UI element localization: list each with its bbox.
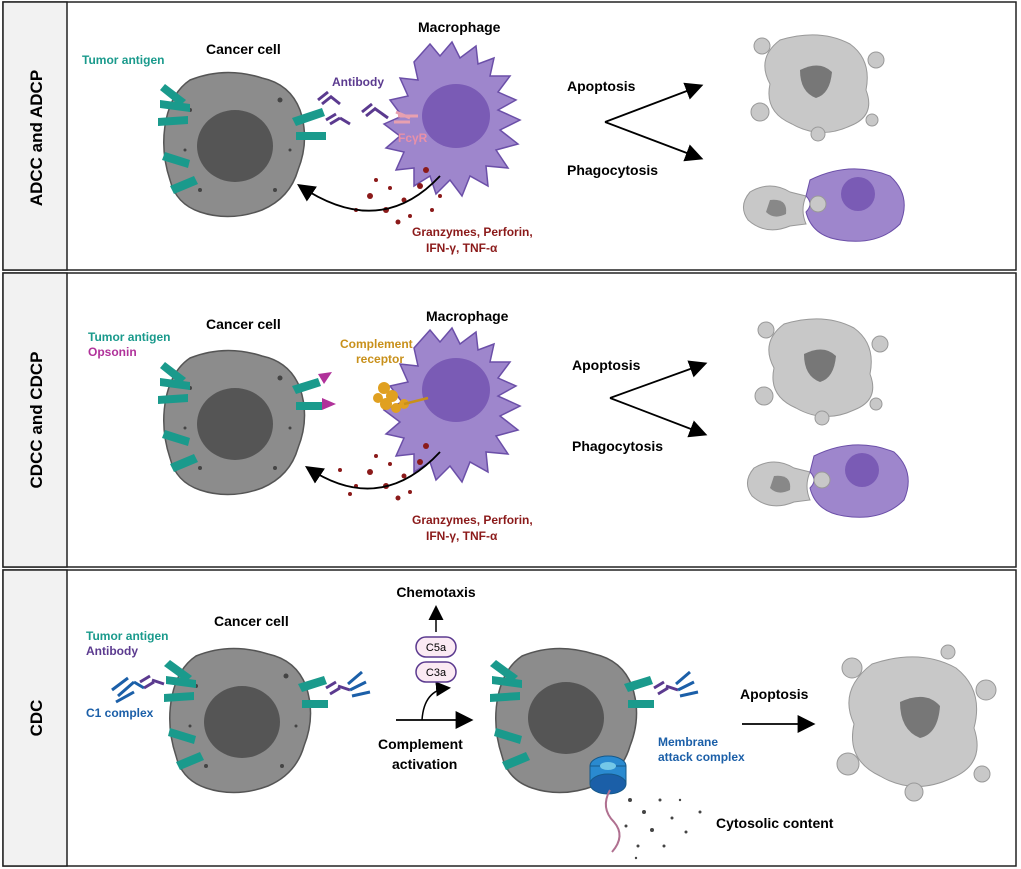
panel2-tumor-antigens xyxy=(158,362,322,472)
panel3-c3a-label: C3a xyxy=(426,667,447,679)
panel3-legend-tumor-antigen: Tumor antigen xyxy=(86,629,168,643)
panel3-chemotaxis-label: Chemotaxis xyxy=(396,584,476,600)
panel2-legend-tumor-antigen: Tumor antigen xyxy=(88,330,170,344)
panel2-macrophage-label: Macrophage xyxy=(426,308,509,324)
panel3: Tumor antigen Antibody C1 complex Cancer… xyxy=(86,584,997,860)
panel3-antibody-right xyxy=(325,680,351,696)
panel3-membrane-attack-complex xyxy=(589,755,627,795)
panel2-cancer-cell-label: Cancer cell xyxy=(206,316,281,332)
panel1-phagocytosis-cells xyxy=(743,168,905,242)
panel2-receptor-line2: receptor xyxy=(356,352,404,366)
panel2-legend-opsonin: Opsonin xyxy=(88,345,137,359)
panel3-cancer-dots xyxy=(188,673,298,768)
panel2-apoptosis-label: Apoptosis xyxy=(572,357,641,373)
panel3-cancer-nucleus-2 xyxy=(528,682,604,754)
panel3-cytosolic-label: Cytosolic content xyxy=(716,815,834,831)
panel2-side-label: CDCC and CDCP xyxy=(27,352,46,489)
panel1-arrow-phagocytosis xyxy=(604,121,704,162)
panel3-c3a-pill xyxy=(415,661,457,683)
panel1-cytokines-line2: IFN-γ, TNF-α xyxy=(426,241,498,255)
panel1-arrow-apoptosis xyxy=(604,82,704,123)
panel3-side-label: CDC xyxy=(27,700,46,737)
panel1-cytokines-line1: Granzymes, Perforin, xyxy=(412,225,533,239)
panel3-activation-line2: activation xyxy=(392,756,457,772)
panel1-fcr-receptor xyxy=(394,110,418,124)
panel3-c1-complex-right xyxy=(347,670,371,698)
panel1-fcr-label: FcγR xyxy=(398,131,428,145)
panel1-phagocytosis-label: Phagocytosis xyxy=(567,162,658,178)
panel1-cancer-nucleus xyxy=(197,110,273,182)
panel3-c1-complex-label: C1 complex xyxy=(86,706,154,720)
panel2-phagocytosis-cells xyxy=(747,444,909,518)
panel2-receptor-line1: Complement xyxy=(340,337,413,351)
panel2-receptor-stalk xyxy=(403,396,429,406)
panel3-tumor-antigens-left xyxy=(164,660,328,770)
panel1-macrophage-label: Macrophage xyxy=(418,19,501,35)
panel3-c1-complex-left xyxy=(111,676,145,704)
panel2-cytokines-line2: IFN-γ, TNF-α xyxy=(426,529,498,543)
panel1-apoptosis-label: Apoptosis xyxy=(567,78,636,94)
panel3-tumor-antigens-right xyxy=(490,660,654,770)
panel1-macrophage-nucleus xyxy=(422,84,490,148)
panel2-macrophage-nucleus xyxy=(422,358,490,422)
panel3-mac-line1: Membrane xyxy=(658,735,718,749)
panel3-mac-line2: attack complex xyxy=(658,750,745,764)
panel1-cancer-cell-label: Cancer cell xyxy=(206,41,281,57)
panel2-phagocytosis-label: Phagocytosis xyxy=(572,438,663,454)
panel3-antibody-left xyxy=(139,674,165,690)
panel1: Tumor antigen Cancer cell Macrophage Ant… xyxy=(82,19,905,255)
panel1-antibody-label: Antibody xyxy=(332,75,384,89)
panel3-c5a-label: C5a xyxy=(426,642,447,654)
panel3-activation-line1: Complement xyxy=(378,736,463,752)
panel2-cytokines-line1: Granzymes, Perforin, xyxy=(412,513,533,527)
panel3-c5a-pill xyxy=(415,636,457,658)
panel1-tumor-antigens xyxy=(158,84,326,194)
panel2-cytokine-arrow xyxy=(305,451,441,490)
panel2-cancer-nucleus xyxy=(197,388,273,460)
panel1-cytokine-arrow xyxy=(297,175,441,212)
panel3-cytosolic-strand xyxy=(604,789,621,853)
panel1-side-label: ADCC and ADCP xyxy=(27,70,46,206)
panel1-antibodies xyxy=(317,90,389,126)
panel3-cancer-nucleus xyxy=(204,686,280,758)
panel2-arrow-phagocytosis xyxy=(609,397,708,438)
panel3-split-arrow xyxy=(421,681,451,721)
panel2: Tumor antigen Opsonin Cancer cell Macrop… xyxy=(88,308,909,543)
panel3-cytosolic-dots xyxy=(624,798,702,860)
panel3-legend-antibody: Antibody xyxy=(86,644,138,658)
panel3-antibody-cell2 xyxy=(653,680,679,696)
panel2-apoptotic-nucleus xyxy=(804,349,836,382)
panel1-legend-tumor-antigen: Tumor antigen xyxy=(82,53,164,67)
panel3-apoptotic-nucleus xyxy=(900,696,940,738)
panel2-opsonins xyxy=(318,372,336,410)
panel2-cytokine-dots xyxy=(338,443,429,501)
panel2-arrow-apoptosis xyxy=(609,360,708,399)
panel1-apoptotic-nucleus xyxy=(800,65,832,98)
panel1-cytokine-dots xyxy=(354,167,442,225)
panel3-c1-complex-cell2 xyxy=(675,670,699,698)
panel3-cancer-cell-label: Cancer cell xyxy=(214,613,289,629)
panel3-apoptosis-label: Apoptosis xyxy=(740,686,809,702)
